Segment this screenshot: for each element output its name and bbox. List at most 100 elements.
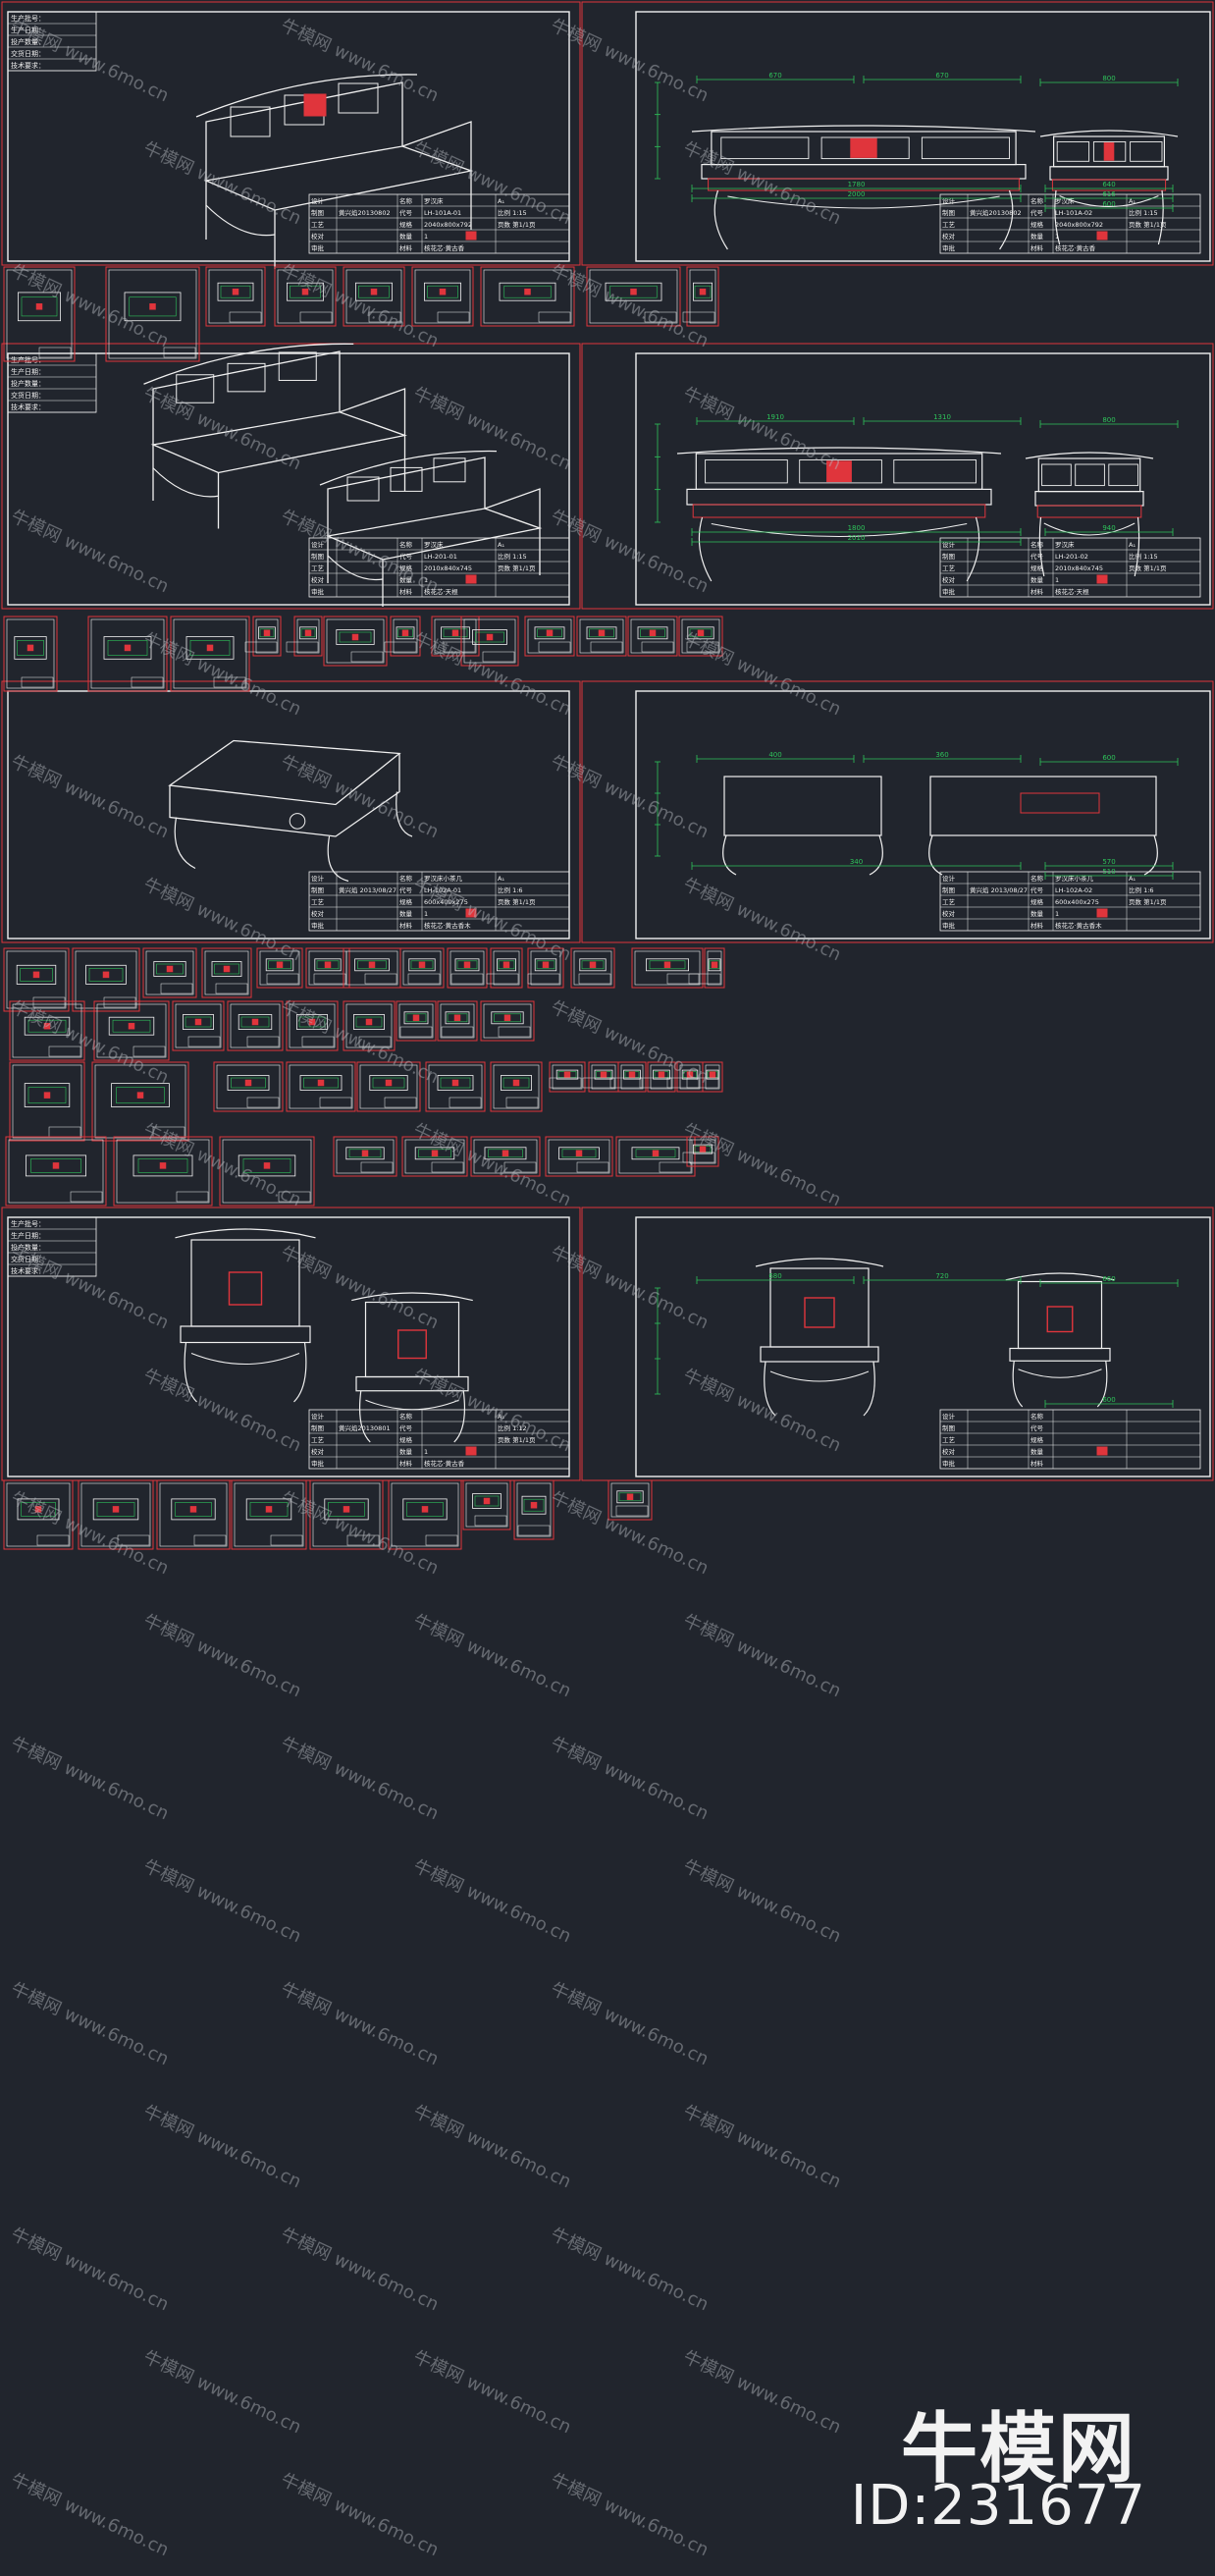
detail-sheet-frame (707, 950, 722, 986)
dimension-label: 616 (1102, 190, 1116, 198)
detail-dimension (175, 1502, 212, 1517)
production-field-label: 投产数量： (11, 379, 45, 388)
detail-sheet-frame (159, 1482, 228, 1547)
detail-title-block (215, 983, 248, 994)
detail-sheet-thumbnail (343, 266, 405, 327)
dimension-label: 1780 (848, 181, 866, 188)
table-drawer-highlight (1020, 792, 1100, 814)
title-block-cell: 核花芯·黄古香木 (1055, 921, 1102, 930)
detail-title-block (278, 1191, 311, 1203)
front-panel (705, 459, 788, 484)
front-curved-apron (1059, 195, 1159, 207)
detail-mark (385, 1079, 393, 1087)
detail-dimension (709, 960, 720, 970)
detail-part (579, 958, 607, 972)
detail-dimension (443, 628, 468, 638)
detail-title-block (384, 641, 417, 653)
detail-part (345, 1147, 385, 1160)
detail-dimension (259, 628, 275, 638)
title-block-cell: 材料 (1030, 1459, 1044, 1468)
front-apron (1051, 179, 1167, 191)
title-block-cell: 2010x840x745 (1055, 564, 1103, 572)
detail-mark (431, 1150, 439, 1157)
detail-mark (365, 1018, 373, 1026)
detail-title-block (666, 973, 700, 985)
detail-mark (124, 644, 132, 652)
production-field-label: 交货日期： (11, 49, 45, 58)
detail-dimension (88, 968, 124, 982)
chair-apron (365, 1399, 459, 1411)
detail-sheet-frame (449, 950, 485, 986)
title-block-cell: 数量 (399, 575, 413, 584)
detail-dimension (418, 1149, 451, 1158)
detail-title-block (659, 1161, 692, 1173)
detail-part (693, 282, 713, 301)
detail-sheet-frame (705, 1064, 720, 1090)
production-field-label: 交货日期： (11, 1255, 45, 1263)
detail-mark (503, 1014, 511, 1022)
detail-title-block (644, 311, 677, 323)
title-block-cell: 比例 1:15 (1129, 208, 1158, 217)
detail-sheet-border (72, 947, 140, 1012)
detail-title-block (160, 983, 193, 994)
detail-title-block (38, 347, 72, 358)
detail-mark (251, 1018, 259, 1026)
detail-part (153, 961, 186, 977)
detail-title-block (615, 1505, 649, 1517)
detail-part (396, 626, 415, 640)
detail-sheet-thumbnail (3, 266, 76, 362)
detail-sheet-frame (393, 618, 418, 654)
detail-mark (512, 1079, 520, 1087)
sheet-frame-right (635, 11, 1211, 262)
production-field-label: 生产批号： (11, 1219, 45, 1228)
title-block-cell: 名称 (399, 1412, 413, 1421)
detail-sheet-thumbnail (401, 1136, 468, 1177)
detail-dimension (339, 631, 372, 643)
detail-part (108, 1016, 155, 1036)
detail-sheet-thumbnail (631, 947, 704, 989)
detail-dimension (355, 1016, 383, 1028)
title-block-cell: 名称 (1030, 1412, 1044, 1421)
detail-title-block (301, 1036, 335, 1047)
title-block-cell: 工艺 (942, 898, 956, 906)
title-block-cell: 名称 (399, 196, 413, 205)
detail-sheet-thumbnail (3, 616, 58, 692)
front-panel (1041, 463, 1072, 487)
detail-sheet-thumbnail (172, 1000, 225, 1051)
company-logo (1096, 231, 1108, 241)
detail-title-block (443, 641, 476, 653)
detail-title-block (686, 641, 719, 653)
front-legs (1038, 516, 1140, 577)
chair-seat (355, 1375, 469, 1392)
company-logo (465, 908, 477, 918)
detail-title-block (688, 973, 721, 985)
detail-part (238, 1014, 273, 1030)
title-block-cell: 校对 (942, 575, 956, 584)
title-block-cell: 审批 (942, 243, 956, 252)
detail-title-block (213, 676, 246, 688)
detail-part (681, 1069, 699, 1080)
detail-title-block (21, 676, 54, 688)
production-field-label: 生产日期： (11, 1231, 45, 1240)
detail-mark (483, 1497, 491, 1505)
detail-title-block (682, 1152, 715, 1163)
detail-sheet-thumbnail (486, 947, 523, 989)
detail-sheet-thumbnail (437, 1000, 478, 1042)
title-block-cell: 1 (424, 1448, 428, 1456)
detail-sheet-frame (6, 618, 55, 689)
daybed-back-panel (227, 362, 266, 393)
detail-title-block (538, 311, 571, 323)
detail-sheet-frame (398, 1003, 434, 1039)
dimension-label: 640 (1102, 181, 1115, 188)
daybed-apron (152, 467, 219, 498)
title-block-cell: 代号 (399, 1423, 413, 1432)
iso-view (168, 739, 413, 883)
detail-dimension (618, 1492, 642, 1502)
title-block-cell: 罗汉床 (424, 196, 444, 205)
title-block-cell: 数量 (1030, 909, 1044, 918)
detail-sheet-thumbnail (213, 1061, 284, 1112)
